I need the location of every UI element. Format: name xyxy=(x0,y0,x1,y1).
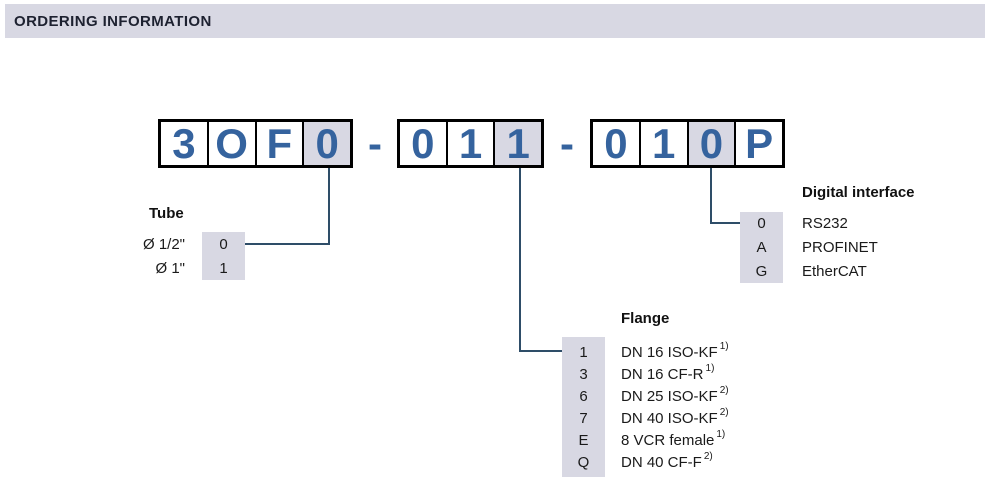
digital_interface-label: PROFINET xyxy=(802,239,878,257)
leader-line-flange-horizontal xyxy=(519,350,564,352)
part-number-cell: 0 xyxy=(411,119,435,167)
part-number-cell: 1 xyxy=(445,120,494,167)
part-number-cell: 0 xyxy=(604,119,628,167)
leader-line-flange-vertical xyxy=(519,168,521,352)
leader-line-tube-horizontal xyxy=(245,243,330,245)
part-number-cell-highlighted: 0 xyxy=(302,120,350,167)
part-number-cell-highlighted: 1 xyxy=(493,120,542,167)
separator-dash: - xyxy=(560,119,574,167)
footnote-ref: 1) xyxy=(705,362,715,374)
flange-code: 7 xyxy=(579,409,588,427)
part-number-cell: P xyxy=(734,120,782,167)
part-number-cell: O xyxy=(206,120,255,167)
tube-section-title: Tube xyxy=(149,205,184,222)
flange-code: Q xyxy=(577,453,590,471)
flange-code: 3 xyxy=(579,365,588,383)
footnote-ref: 1) xyxy=(719,340,729,352)
flange-code: E xyxy=(578,431,589,449)
part-number-cell: 3 xyxy=(172,119,196,167)
tube-code: 1 xyxy=(219,259,228,277)
leader-line-interface-vertical xyxy=(710,168,712,224)
footnote-ref: 2) xyxy=(719,384,729,396)
part-number-cell-highlighted: 0 xyxy=(686,120,735,167)
flange-code: 1 xyxy=(579,343,588,361)
flange-section-title: Flange xyxy=(621,310,670,327)
digital_interface-label: EtherCAT xyxy=(802,262,867,280)
tube-option-labels: Ø 1/2" Ø 1" xyxy=(105,232,185,280)
section-title: ORDERING INFORMATION xyxy=(14,12,212,30)
flange-code: 6 xyxy=(579,387,588,405)
leader-line-interface-horizontal xyxy=(710,222,742,224)
leader-line-tube-vertical xyxy=(328,168,330,245)
footnote-ref: 2) xyxy=(703,450,713,462)
tube-code: 0 xyxy=(219,235,228,253)
tube-label: Ø 1/2" xyxy=(142,235,185,253)
part-number-cell: 1 xyxy=(638,120,687,167)
footnote-ref: 2) xyxy=(719,406,729,418)
section-header-bar: ORDERING INFORMATION xyxy=(5,4,985,38)
separator-dash: - xyxy=(368,119,382,167)
digital_interface-code: A xyxy=(756,239,767,257)
part-number-cell: F xyxy=(254,120,303,167)
digital_interface-code: 0 xyxy=(757,215,766,233)
digital_interface-code: G xyxy=(755,262,768,280)
digital-interface-section-title: Digital interface xyxy=(802,184,915,201)
tube-label: Ø 1" xyxy=(155,259,185,277)
footnote-ref: 1) xyxy=(716,428,726,440)
digital_interface-label: RS232 xyxy=(802,215,848,233)
